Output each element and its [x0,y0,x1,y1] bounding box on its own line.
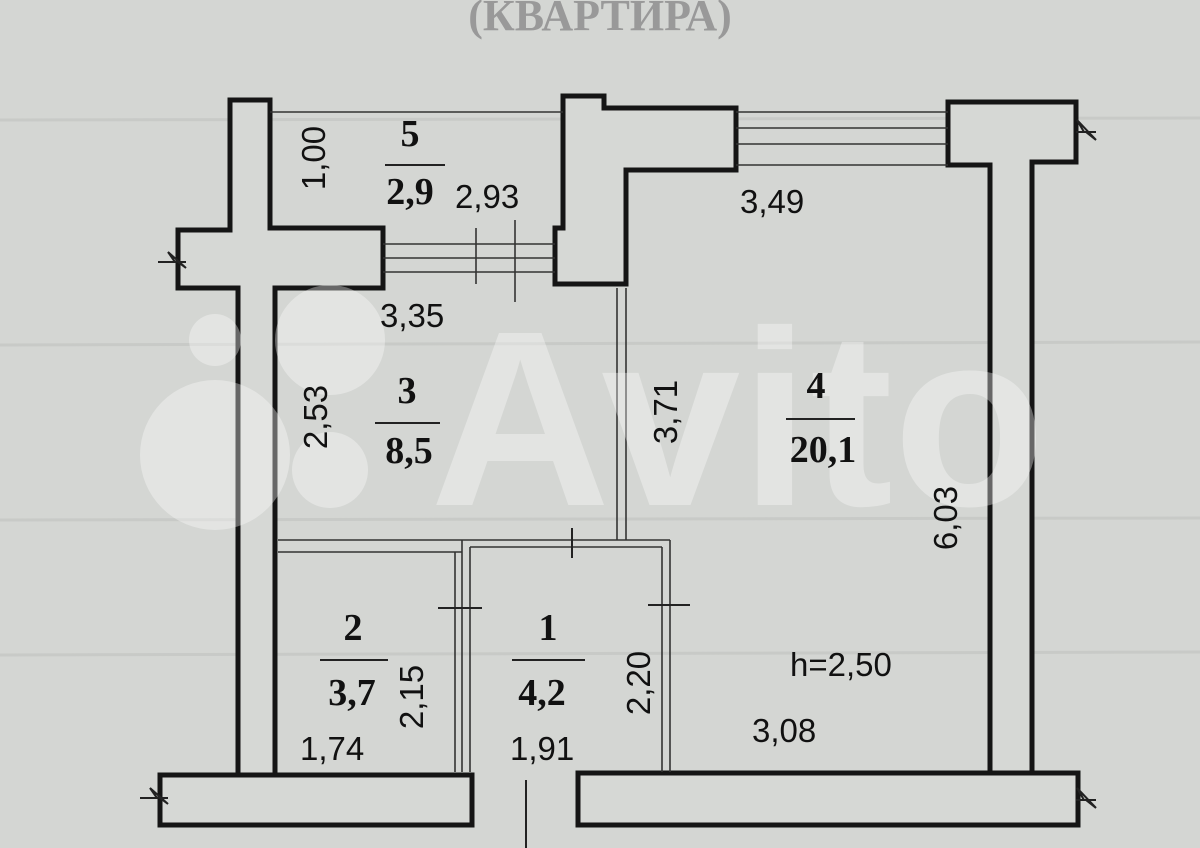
room-2-number: 2 [344,607,363,649]
room-1-label: 1 4,2 [512,607,585,714]
dim-balcony-width: 2,93 [455,178,519,215]
header-text: (КВАРТИРА) [468,0,732,40]
partitions [278,288,690,848]
room-5-label: 5 2,9 [385,113,445,213]
room-2-label: 2 3,7 [320,607,388,714]
room-4-area: 20,1 [790,429,857,471]
room-4-number: 4 [807,365,826,407]
dim-room3-width: 3,35 [380,297,444,334]
dim-room4-height: 6,03 [927,486,964,550]
room-4-label: 4 20,1 [786,365,856,471]
ceiling-height: h=2,50 [790,646,892,683]
avito-watermark: Avito [140,279,1046,558]
watermark-text: Avito [430,279,1046,558]
dim-room4-top-width: 3,49 [740,183,804,220]
dim-room2-width: 1,74 [300,730,364,767]
dim-room3-height: 2,53 [297,385,334,449]
right-wall [945,99,1079,776]
dim-balcony-depth: 1,00 [295,126,332,190]
bottom-right-wall [575,770,1081,828]
room-1-number: 1 [539,607,558,649]
room-5-number: 5 [401,113,420,155]
dim-room2-height: 2,15 [393,665,430,729]
room-3-area: 8,5 [385,430,433,472]
central-wall-block [552,93,739,287]
room-3-label: 3 8,5 [375,370,440,472]
room-3-number: 3 [398,370,417,412]
balcony-railing [270,111,948,166]
room-5-area: 2,9 [386,171,434,213]
window-room3 [383,220,555,302]
dim-room34-partition: 3,71 [647,380,684,444]
room-2-area: 3,7 [328,672,376,714]
bottom-left-wall [157,772,475,828]
dim-room4-bottom-width: 3,08 [752,712,816,749]
dim-room1-height: 2,20 [620,651,657,715]
dim-room1-width: 1,91 [510,730,574,767]
room-1-area: 4,2 [518,672,566,714]
break-marks [140,119,1097,809]
walls [157,93,1081,828]
